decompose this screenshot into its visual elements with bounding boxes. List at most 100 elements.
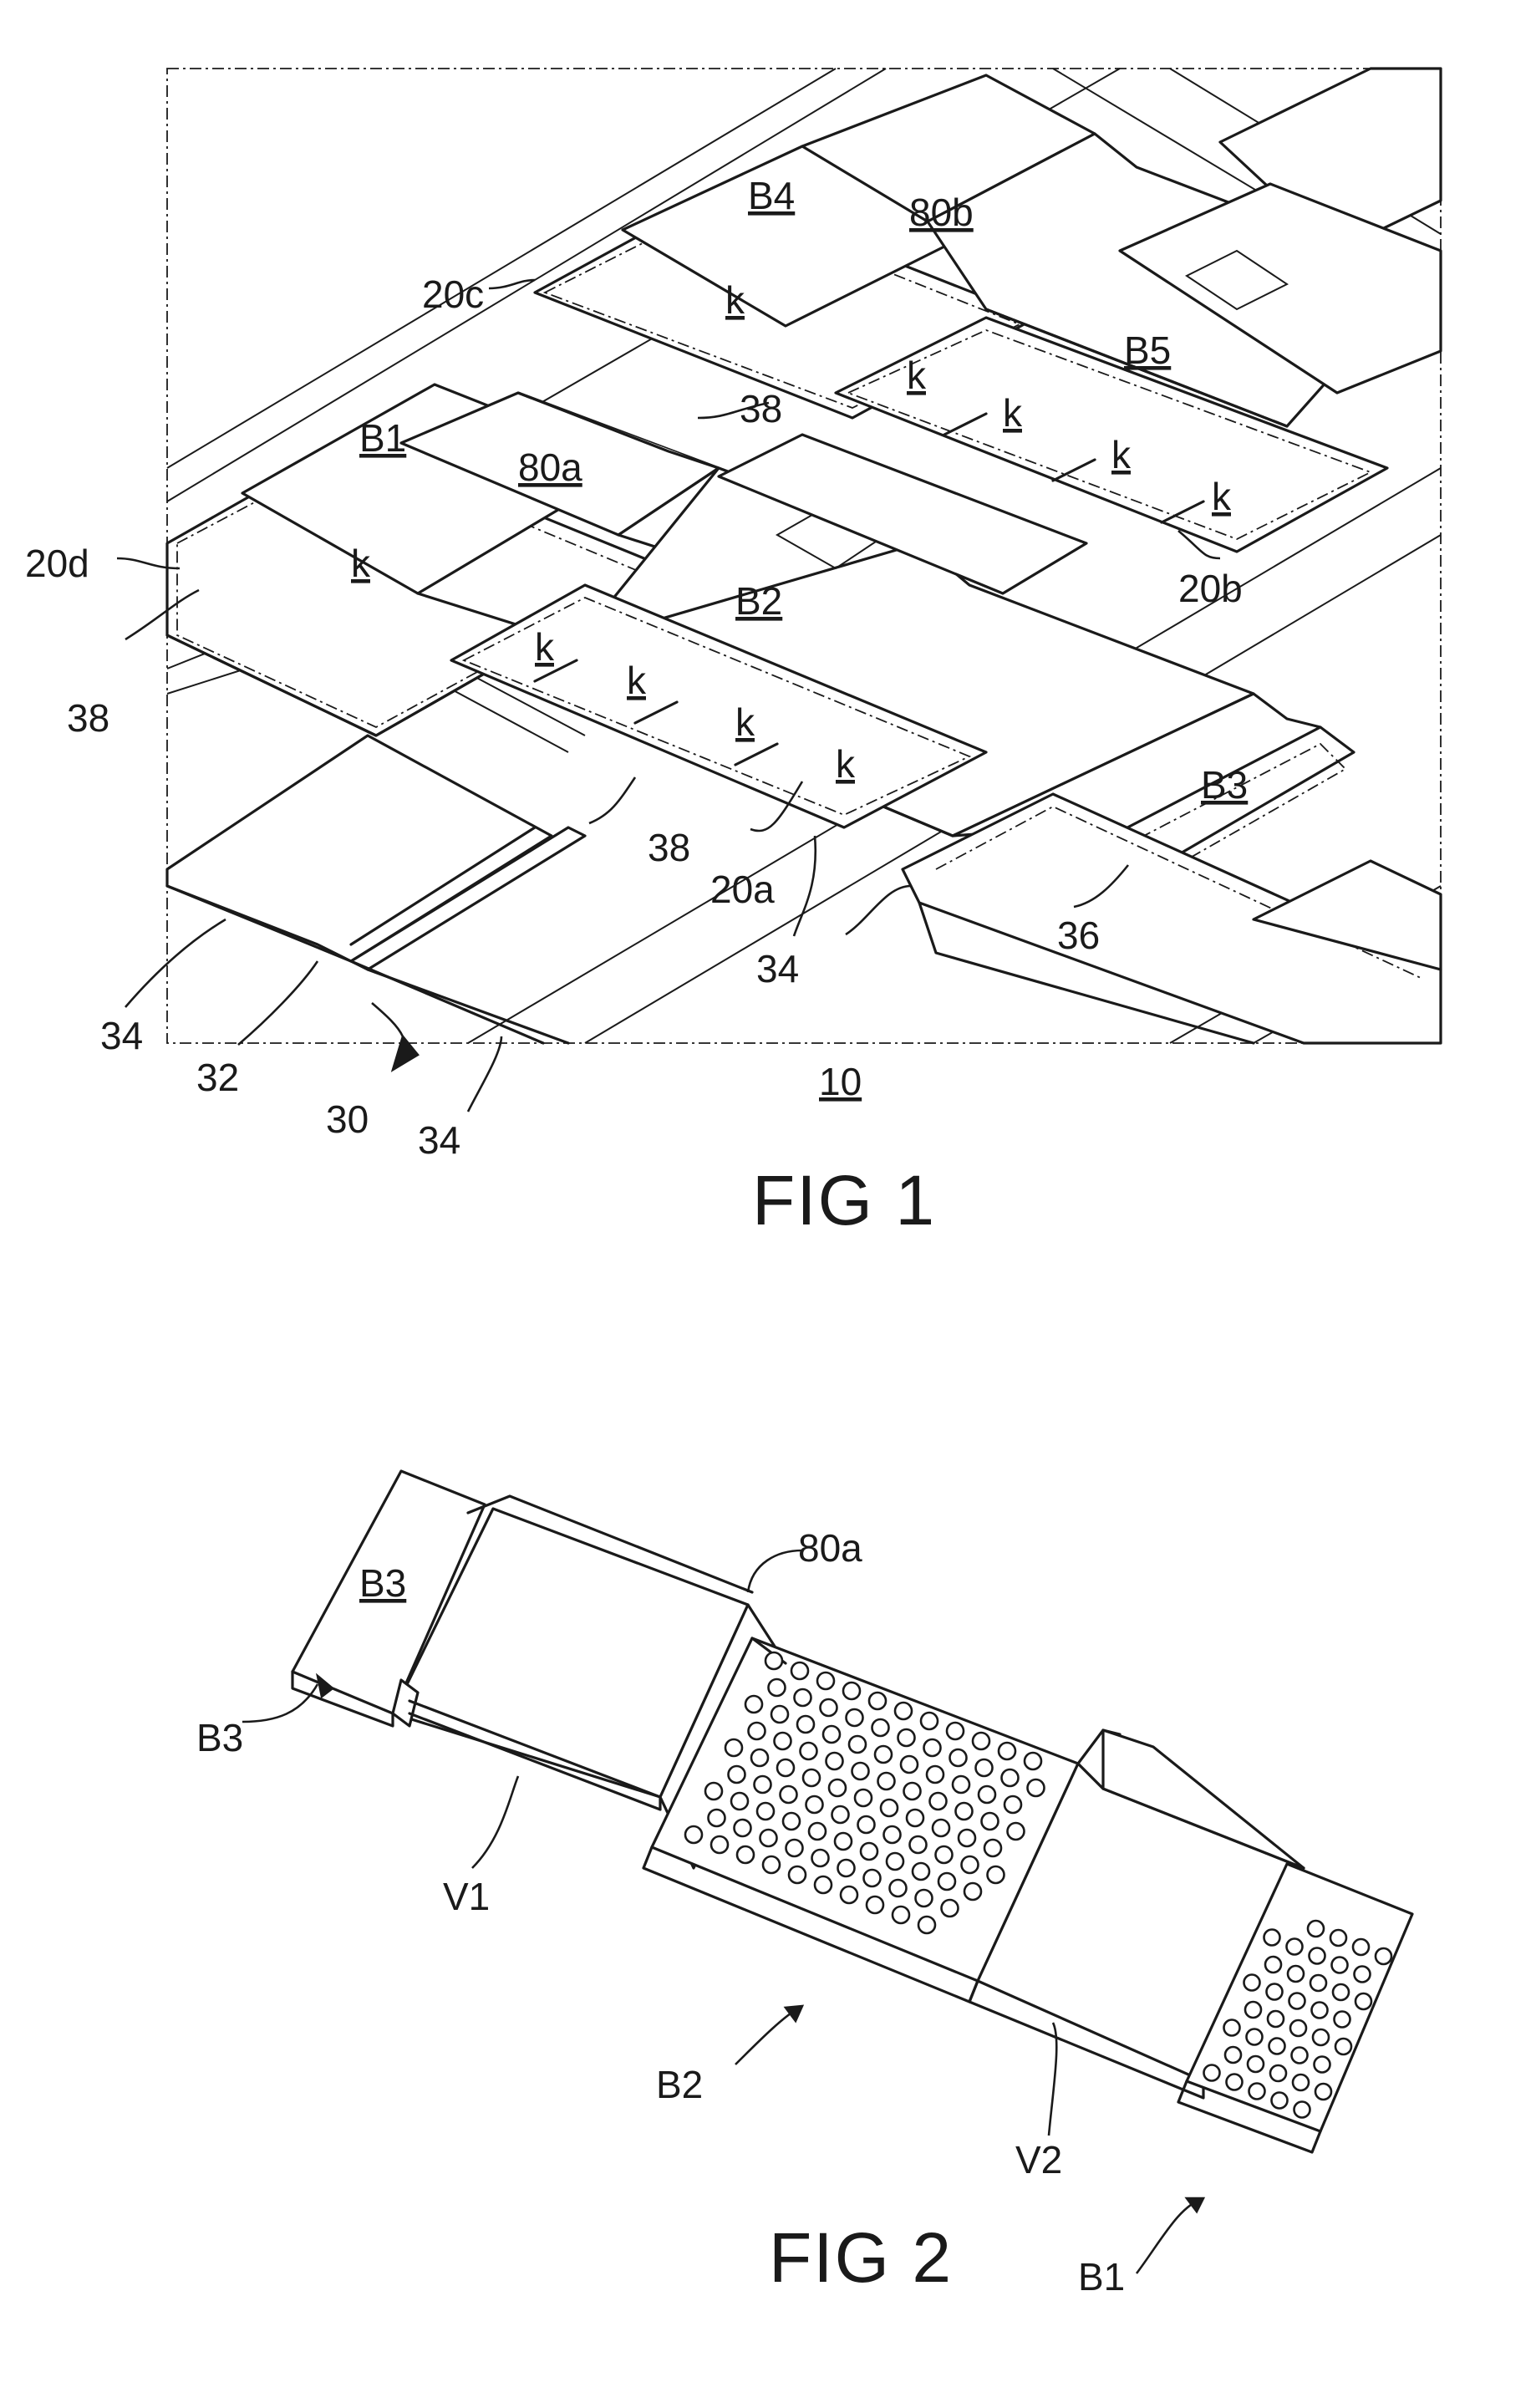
perforation-hole (1264, 1930, 1280, 1946)
perforation-hole (1244, 1975, 1260, 1991)
perforation-hole (725, 1739, 742, 1756)
perforation-hole (916, 1890, 933, 1907)
perforation-hole (884, 1826, 901, 1843)
perforation-hole (1269, 2039, 1285, 2054)
perforation-hole (815, 1876, 832, 1893)
perforation-hole (821, 1699, 837, 1716)
perforation-hole (1330, 1930, 1346, 1946)
perforation-hole (1294, 2102, 1310, 2118)
perforation-hole (749, 1723, 765, 1739)
label-B2: B2 (735, 579, 782, 623)
perforation-hole (872, 1719, 889, 1736)
perforation-hole (1224, 2020, 1240, 2036)
label-34-right: 34 (756, 947, 799, 990)
label-32: 32 (196, 1056, 239, 1099)
perforation-hole (806, 1796, 823, 1813)
perforation-hole (765, 1652, 782, 1669)
perforation-hole (709, 1810, 725, 1826)
label-k-7: k (535, 625, 555, 669)
label-B5: B5 (1124, 328, 1171, 372)
label-k-4: k (1111, 433, 1132, 476)
perforation-hole (907, 1810, 923, 1826)
perforation-hole (988, 1866, 1005, 1883)
perforation-hole (781, 1786, 797, 1803)
label-36: 36 (1057, 914, 1100, 957)
perforation-hole (763, 1856, 780, 1873)
perforation-hole (878, 1773, 895, 1789)
fig2-label-V2: V2 (1015, 2138, 1062, 2181)
perforation-hole (685, 1826, 702, 1843)
perforation-hole (771, 1706, 788, 1723)
label-80b: 80b (909, 191, 974, 234)
figure-1: B4 80b B5 20c B1 80a B2 B3 20d 20b 20a 3… (25, 69, 1441, 1240)
perforation-hole (832, 1806, 849, 1823)
perforation-hole (711, 1836, 728, 1853)
perforation-hole (918, 1917, 935, 1933)
perforation-hole (1333, 1984, 1349, 2000)
perforation-hole (817, 1672, 834, 1689)
perforation-hole (936, 1846, 953, 1863)
perforation-hole (789, 1866, 806, 1883)
perforation-hole (1310, 1975, 1326, 1991)
perforation-hole (812, 1850, 829, 1866)
perforation-hole (1247, 2029, 1263, 2045)
perforation-hole (1355, 1993, 1371, 2009)
perforation-hole (959, 1830, 975, 1846)
perforation-hole (869, 1693, 886, 1709)
perforation-hole (947, 1723, 964, 1739)
perforation-hole (921, 1713, 938, 1729)
perforation-hole (930, 1793, 947, 1810)
label-k-1: k (725, 278, 745, 322)
perforation-hole (735, 1820, 751, 1836)
perforation-hole (950, 1749, 967, 1766)
perforation-hole (769, 1679, 786, 1696)
perforation-hole (962, 1856, 979, 1873)
caption-fig1: FIG 1 (752, 1161, 936, 1240)
perforation-hole (757, 1803, 774, 1820)
perforation-hole (838, 1860, 855, 1876)
perforation-hole (979, 1786, 995, 1803)
caption-fig2: FIG 2 (769, 2218, 953, 2297)
perforation-hole (913, 1863, 929, 1880)
perforation-hole (1267, 1984, 1283, 2000)
label-k-5: k (1212, 475, 1232, 518)
perforation-hole (823, 1726, 840, 1743)
perforation-hole (1008, 1823, 1025, 1840)
perforation-hole (1353, 1939, 1369, 1955)
label-80a: 80a (518, 445, 582, 489)
perforation-hole (847, 1709, 863, 1726)
label-B3: B3 (1201, 763, 1248, 807)
perforation-hole (852, 1763, 869, 1779)
perforation-hole (1288, 1966, 1304, 1982)
perforation-hole (893, 1907, 909, 1923)
perforation-hole (1315, 2057, 1330, 2073)
perforation-hole (1335, 2012, 1350, 2028)
perforation-hole (731, 1793, 748, 1810)
perforation-hole (783, 1813, 800, 1830)
perforation-hole (1355, 1967, 1371, 1983)
perforation-hole (976, 1759, 993, 1776)
perforation-hole (938, 1873, 955, 1890)
perforation-hole (1310, 1948, 1325, 1964)
perforation-hole (809, 1823, 826, 1840)
perforation-hole (1225, 2047, 1241, 2063)
label-34-left: 34 (100, 1014, 143, 1057)
perforation-hole (933, 1820, 949, 1836)
label-10: 10 (819, 1060, 862, 1103)
perforation-hole (1290, 2020, 1306, 2036)
perforation-hole (910, 1836, 927, 1853)
fig2-label-80a: 80a (798, 1526, 862, 1570)
perforation-hole (927, 1766, 943, 1783)
perforation-hole (1204, 2065, 1220, 2081)
perforation-hole (1227, 2075, 1243, 2090)
label-k-6: k (351, 542, 371, 585)
perforation-hole (745, 1696, 762, 1713)
figure-2: B3 B3 80a V1 B2 V2 B1 FIG 2 (196, 1471, 1412, 2299)
perforation-hole (858, 1816, 875, 1833)
perforation-hole (1376, 1948, 1391, 1964)
perforation-hole (1265, 1957, 1281, 1973)
perforation-hole (895, 1703, 912, 1719)
perforation-hole (982, 1813, 999, 1830)
label-k-8: k (627, 659, 647, 702)
